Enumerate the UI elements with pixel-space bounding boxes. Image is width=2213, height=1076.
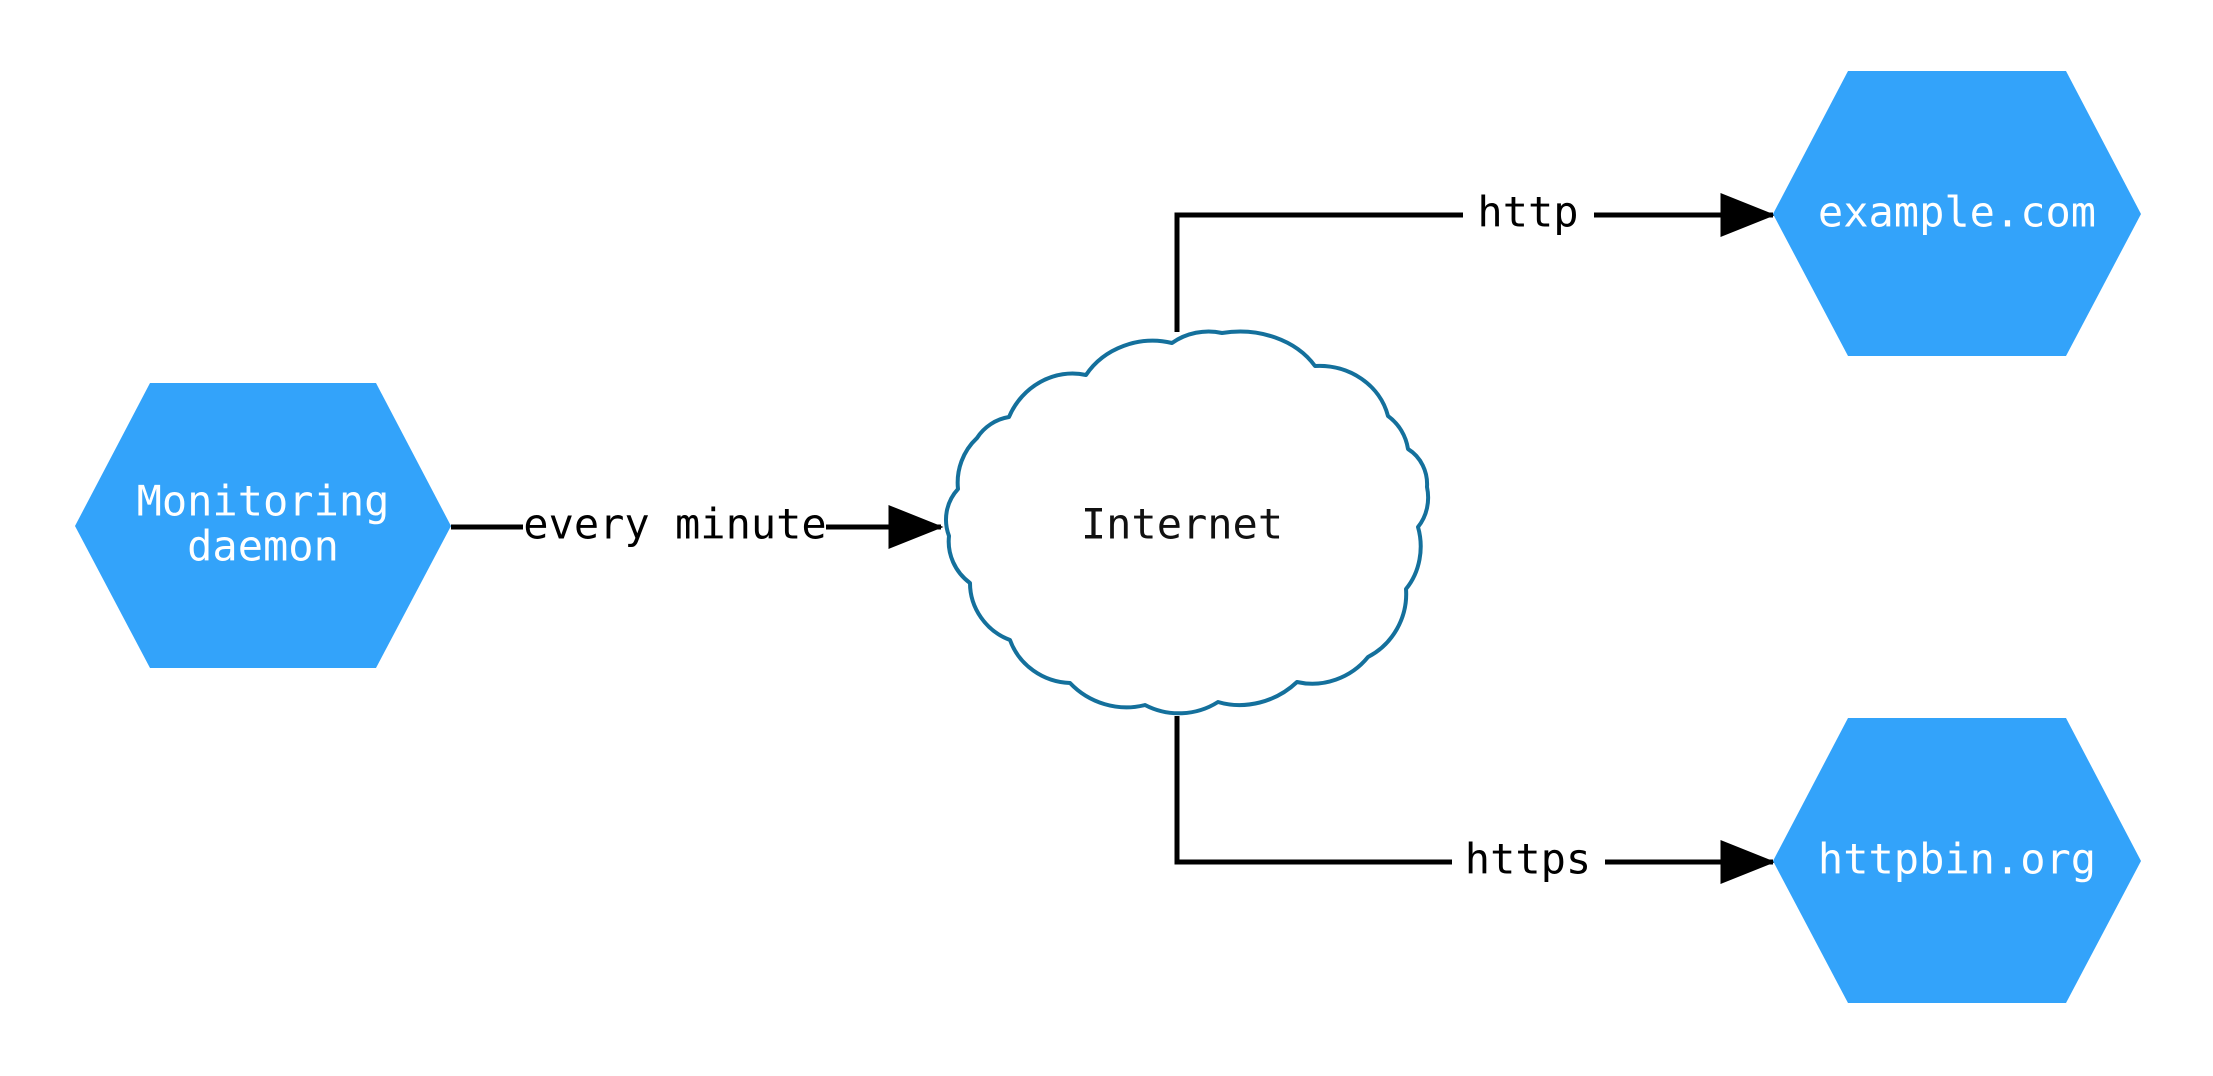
node-httpbin-org-label: httpbin.org [1818, 835, 2096, 884]
edge-label-every-minute: every minute [523, 500, 826, 549]
edge-label-http: http [1477, 188, 1578, 237]
node-example-com[interactable]: example.com [1773, 71, 2141, 356]
node-httpbin-org[interactable]: httpbin.org [1773, 718, 2141, 1003]
node-internet[interactable]: Internet [944, 329, 1431, 716]
node-internet-label: Internet [1081, 500, 1283, 549]
edge-label-https: https [1465, 835, 1591, 884]
edge-internet-to-httpbin: https [1174, 716, 1776, 884]
node-example-com-label: example.com [1818, 188, 2096, 237]
node-monitoring-daemon-label-line2: daemon [187, 522, 339, 571]
edge-internet-to-example: http [1174, 188, 1776, 332]
node-monitoring-daemon[interactable]: Monitoring daemon [75, 383, 451, 668]
node-internet-cloud[interactable] [944, 329, 1431, 716]
edge-internet-to-example-segment-left [1174, 212, 1463, 332]
edge-daemon-to-internet: every minute [451, 500, 944, 549]
edge-internet-to-httpbin-segment-left [1174, 716, 1452, 865]
node-example-com-hexagon[interactable] [1773, 71, 2141, 356]
node-httpbin-org-hexagon[interactable] [1773, 718, 2141, 1003]
node-monitoring-daemon-label-line1: Monitoring [137, 477, 390, 526]
node-monitoring-daemon-hexagon[interactable] [75, 383, 451, 668]
